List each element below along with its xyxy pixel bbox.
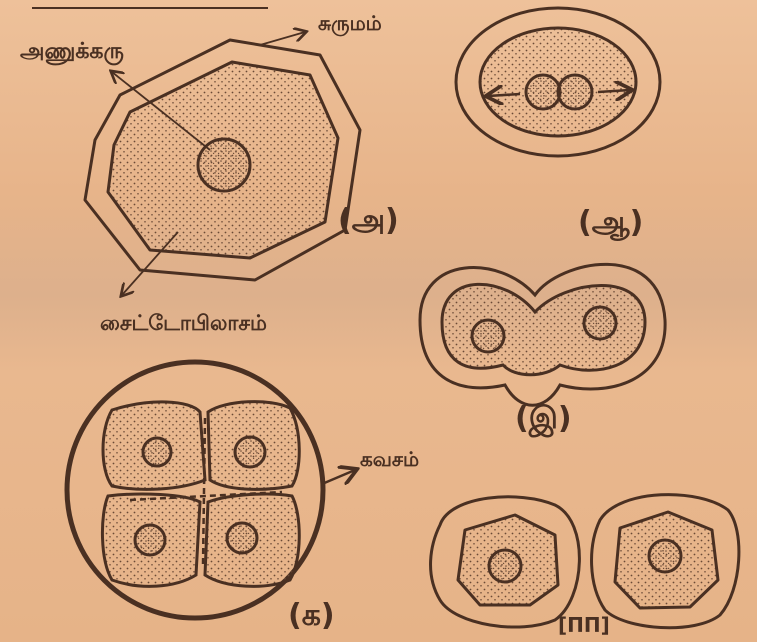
daughter-right-nucleus [649, 540, 681, 572]
membrane-label: சுருமம் [318, 11, 382, 37]
cell-ka-nucleus-tr [235, 437, 265, 467]
daughter-left-nucleus [489, 550, 521, 582]
cell-i-nucleus-right [584, 307, 616, 339]
cell-aa-nucleus-left [526, 75, 560, 109]
membrane-pointer [260, 32, 305, 45]
daughter-cells [431, 495, 739, 628]
capsule-pointer [322, 470, 355, 484]
cytoplasm-label: சைட்டோபிலாசம் [100, 311, 267, 335]
cell-ka-nucleus-bl [135, 525, 165, 555]
cell-aa-nucleus-right [558, 75, 592, 109]
cell-a [85, 32, 360, 295]
stage-label-ka: (க) [288, 598, 335, 633]
stage-label-i: (இ) [515, 401, 572, 438]
cell-ka [67, 362, 355, 618]
stage-label-aa: (ஆ) [578, 205, 643, 241]
cell-aa [456, 8, 660, 156]
nucleus-label: அணுக்கரு [20, 39, 124, 66]
stage-label-last: [ΠΠ] [558, 613, 610, 637]
capsule-label: கவசம் [360, 447, 419, 471]
stage-label-a: (அ) [338, 203, 399, 238]
cell-i [420, 264, 665, 405]
cell-ka-nucleus-br [227, 523, 257, 553]
cell-i-nucleus-left [472, 320, 504, 352]
cell-ka-nucleus-tl [143, 438, 171, 466]
